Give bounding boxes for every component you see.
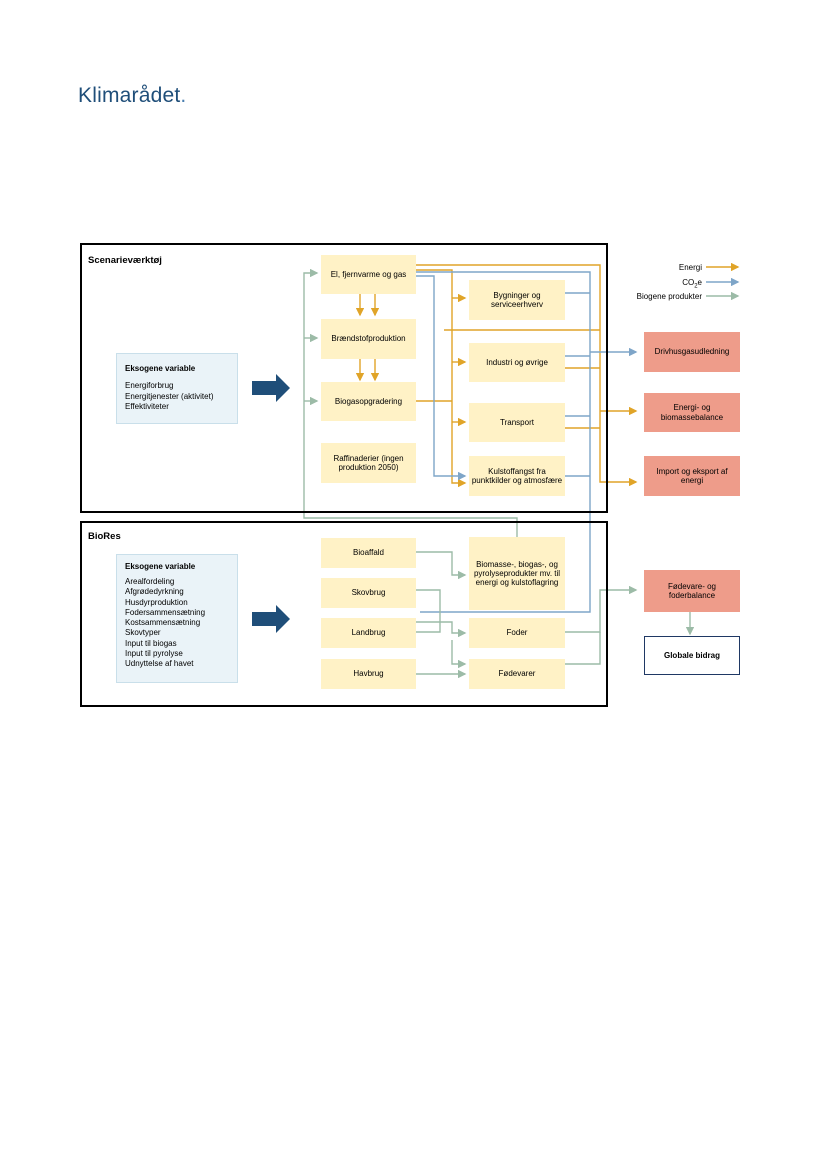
box-kulstoffangst: Kulstoffangst fra punktkilder og atmosfæ… [469, 456, 565, 496]
box-foder: Foder [469, 618, 565, 648]
box-skovbrug: Skovbrug [321, 578, 416, 608]
scenario-exogenous-variables: Eksogene variable Energiforbrug Energitj… [116, 353, 238, 424]
box-raffinaderier: Raffinaderier (ingen produktion 2050) [321, 443, 416, 483]
biogene-line-to-foedevarer [451, 640, 467, 669]
exogenous-item: Input til biogas [125, 638, 177, 648]
exogenous-item: Kostsammensætning [125, 618, 201, 628]
scenario-frame [80, 243, 608, 513]
energi-line-to-import [416, 264, 638, 487]
co2-line-to-kulstof [416, 275, 467, 481]
output-globale-bidrag: Globale bidrag [644, 636, 740, 675]
exogenous-item: Fodersammensætning [125, 607, 206, 617]
box-biomasse-produkter: Biomasse-, biogas-, og pyrolyseprodukter… [469, 537, 565, 610]
output-import-eksport: Import og eksport af energi [644, 456, 740, 496]
biores-exogenous-variables: Eksogene variable Arealfordeling Afgrøde… [116, 554, 238, 683]
box-industri: Industri og øvrige [469, 343, 565, 382]
box-landbrug: Landbrug [321, 618, 416, 648]
box-havbrug: Havbrug [321, 659, 416, 689]
box-braendstofproduktion: Brændstofproduktion [321, 319, 416, 359]
exogenous-item: Energiforbrug [125, 381, 174, 391]
energi-line-to-kulstof [416, 269, 467, 488]
biores-frame [80, 521, 608, 707]
co2-line-from-biores [416, 271, 591, 613]
output-drivhusgasudledning: Drivhusgasudledning [644, 332, 740, 372]
exogenous-item: Afgrødedyrkning [125, 587, 184, 597]
exogenous-item: Energitjenester (aktivitet) [125, 391, 214, 401]
biogene-line-to-foedevare-balance [565, 585, 638, 633]
input-arrow-icon [252, 374, 290, 402]
box-biogasopgradering: Biogasopgradering [321, 382, 416, 421]
box-el-fjernvarme-gas: El, fjernvarme og gas [321, 255, 416, 294]
legend-biogene: Biogene produkter [636, 292, 702, 301]
klimaraadet-logo: Klimarådet. [78, 84, 187, 107]
input-arrow-icon [252, 605, 290, 633]
exogenous-item: Arealfordeling [125, 577, 175, 587]
biogene-line-to-el [303, 268, 518, 537]
biogene-line [416, 551, 467, 580]
output-energi-biomassebalance: Energi- og biomassebalance [644, 393, 740, 432]
legend-energi: Energi [678, 263, 702, 272]
exogenous-item: Husdyrproduktion [125, 597, 188, 607]
legend-co2: CO2e [682, 278, 702, 290]
scenario-frame-title: Scenarieværktøj [88, 255, 162, 266]
exogenous-title: Eksogene variable [125, 562, 196, 571]
box-bygninger: Bygninger og serviceerhverv [469, 280, 565, 320]
exogenous-item: Skovtyper [125, 628, 161, 638]
exogenous-item: Effektiviteter [125, 402, 169, 412]
biores-frame-title: BioRes [88, 531, 121, 542]
box-transport: Transport [469, 403, 565, 442]
biogene-line [416, 589, 441, 633]
exogenous-item: Udnyttelse af havet [125, 659, 194, 669]
exogenous-title: Eksogene variable [125, 364, 196, 373]
exogenous-item: Input til pyrolyse [125, 648, 183, 658]
biogene-line [565, 632, 601, 665]
output-foedevare-foderbalance: Fødevare- og foderbalance [644, 570, 740, 612]
box-bioaffald: Bioaffald [321, 538, 416, 568]
biogene-line-to-foder [416, 621, 467, 638]
box-foedevarer: Fødevarer [469, 659, 565, 689]
